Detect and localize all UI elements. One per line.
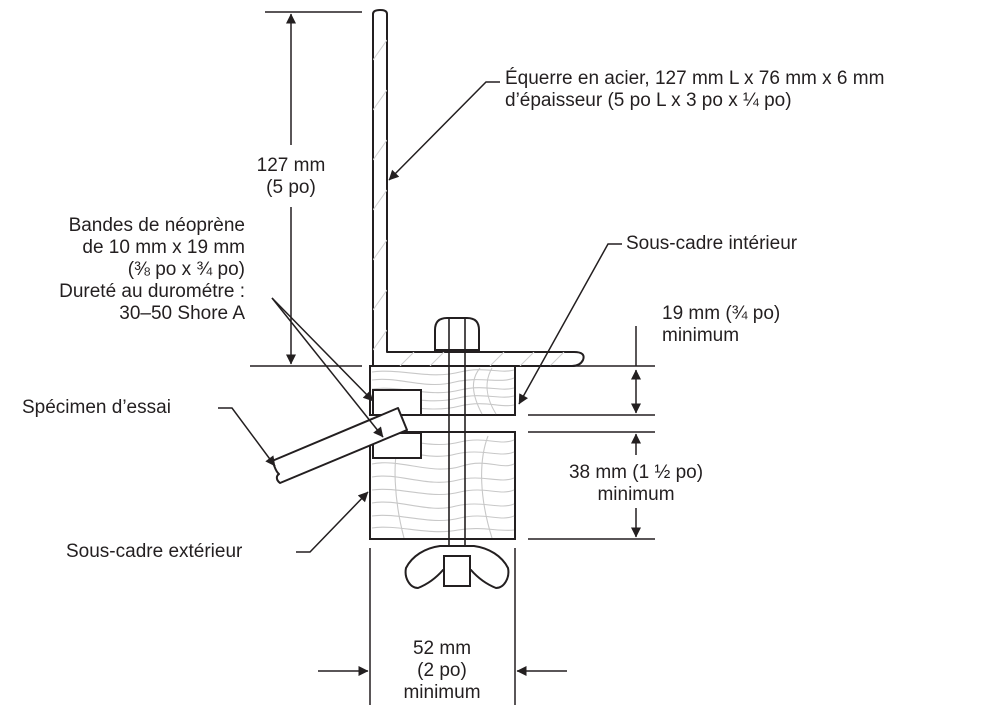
- leader-inner-subframe: [518, 243, 622, 405]
- label-dim-52mm: 52 mm (2 po) minimum: [392, 638, 492, 704]
- label-height-127mm-line1: 127 mm: [256, 155, 326, 176]
- leader-outer-subframe: [296, 491, 369, 553]
- leader-steel-angle: [388, 81, 500, 181]
- label-steel-angle-line2: d’épaisseur (5 po L x 3 po x ¼ po): [505, 90, 792, 111]
- label-dim-38mm: 38 mm (1 ½ po) minimum: [546, 462, 726, 506]
- label-specimen: Spécimen d’essai: [22, 397, 171, 419]
- label-specimen-text: Spécimen d’essai: [22, 397, 171, 418]
- label-outer-subframe-text: Sous-cadre extérieur: [66, 541, 243, 562]
- label-dim-52mm-line1: 52 mm: [412, 638, 472, 659]
- dim-38mm-lines: [528, 431, 655, 540]
- label-dim-19mm: 19 mm (¾ po) minimum: [662, 303, 780, 347]
- steel-angle: [372, 9, 585, 367]
- leader-neoprene-lower: [271, 297, 384, 438]
- bolt-assembly: [404, 317, 510, 590]
- label-dim-52mm-line3: minimum: [403, 682, 481, 703]
- hex-nut: [434, 317, 480, 351]
- dim-52mm-lines: [318, 548, 567, 705]
- label-neoprene-line2: de 10 mm x 19 mm: [82, 237, 245, 258]
- label-dim-19mm-line1: 19 mm (¾ po): [662, 303, 781, 324]
- label-inner-subframe-text: Sous-cadre intérieur: [626, 233, 798, 254]
- label-neoprene-line3: (⅜ po x ¾ po): [127, 259, 245, 280]
- label-neoprene-line5: 30–50 Shore A: [119, 303, 245, 324]
- label-steel-angle-line1: Équerre en acier, 127 mm L x 76 mm x 6 m…: [505, 68, 885, 89]
- label-height-127mm: 127 mm (5 po): [236, 155, 346, 199]
- label-height-127mm-line2: (5 po): [266, 177, 316, 198]
- label-dim-19mm-line2: minimum: [662, 325, 740, 346]
- label-dim-38mm-line1: 38 mm (1 ½ po): [568, 462, 704, 483]
- leader-specimen: [218, 407, 276, 467]
- label-neoprene-strips: Bandes de néoprène de 10 mm x 19 mm (⅜ p…: [10, 215, 245, 325]
- dim-127mm-lines: [250, 11, 362, 367]
- dim-19mm-lines: [528, 326, 655, 416]
- leader-neoprene-upper: [271, 297, 374, 402]
- label-outer-subframe: Sous-cadre extérieur: [66, 541, 242, 563]
- label-dim-52mm-line2: (2 po): [417, 660, 467, 681]
- label-inner-subframe: Sous-cadre intérieur: [626, 233, 797, 255]
- wing-nut: [404, 545, 510, 590]
- label-neoprene-line4: Dureté au durométre :: [59, 281, 245, 302]
- label-neoprene-line1: Bandes de néoprène: [68, 215, 245, 236]
- label-dim-38mm-line2: minimum: [597, 484, 675, 505]
- label-steel-angle: Équerre en acier, 127 mm L x 76 mm x 6 m…: [505, 68, 884, 112]
